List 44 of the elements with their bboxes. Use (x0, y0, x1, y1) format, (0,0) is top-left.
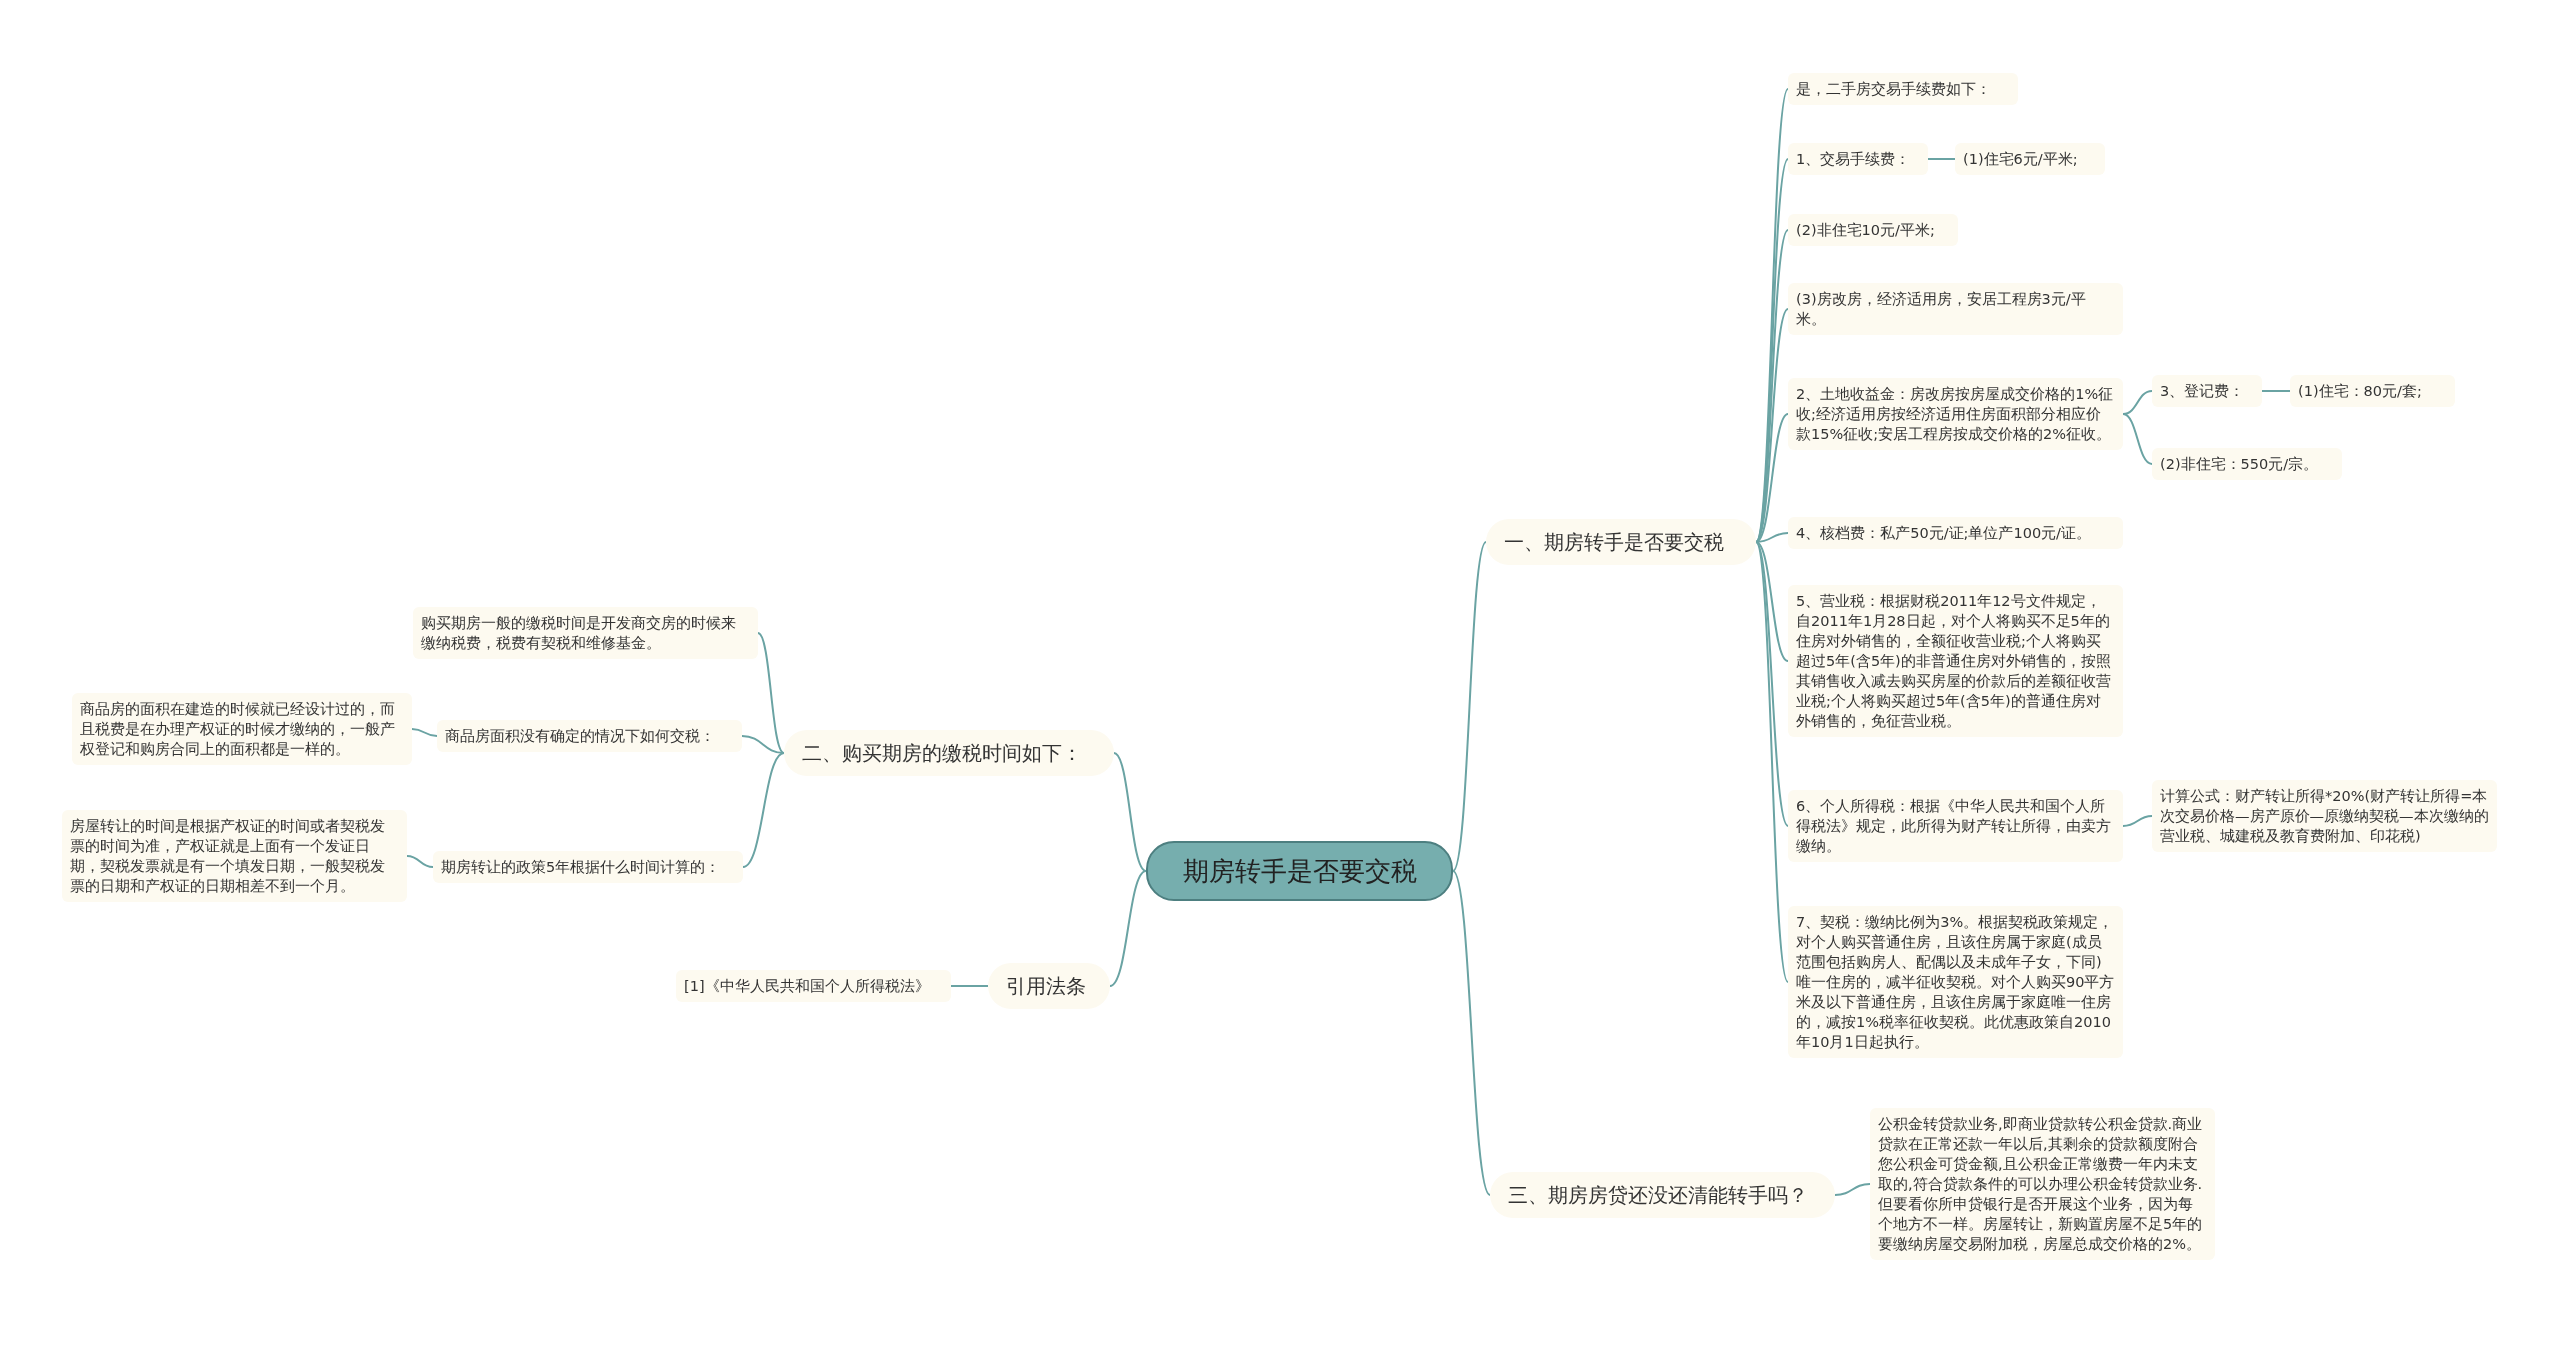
topic-card: 公积金转贷款业务,即商业贷款转公积金贷款.商业贷款在正常还款一年以后,其剩余的贷款额度附合您公积金可贷金额,且公积金正常缴费一年内未支取的,符合贷款条件的可以办理公积金转贷款业务.但要看你所申贷银行是否开展这个业务，因为每个地方不一样。房屋转让，新购置房屋不足5年的要缴纳房屋交易附加税，房屋总成交价格的2%。 (1870, 1108, 2215, 1260)
connector-line (1452, 870, 1491, 1196)
topic-card: 2、土地收益金：房改房按房屋成交价格的1%征收;经济适用房按经济适用住房面积部分相应价款15%征收;安居工程房按成交价格的2%征收。 (1788, 378, 2123, 450)
topic-card: 商品房面积没有确定的情况下如何交税： (437, 720, 742, 752)
topic-card: 4、核档费：私产50元/证;单位产100元/证。 (1788, 517, 2123, 549)
connector-line (1927, 158, 1956, 160)
connector-line (1834, 1183, 1871, 1196)
topic-card: 3、登记费： (2152, 375, 2262, 407)
connector-line (1452, 541, 1487, 872)
topic-card: 购买期房一般的缴税时间是开发商交房的时候来缴纳税费，税费有契税和维修基金。 (413, 607, 758, 659)
topic-card: 计算公式：财产转让所得*20%(财产转让所得=本次交易价格—房产原价—原缴纳契税—本次缴纳的营业税、城建税及教育费附加、印花税) (2152, 780, 2497, 852)
topic-card: 期房转让的政策5年根据什么时间计算的： (433, 851, 743, 883)
topic-card: 商品房的面积在建造的时候就已经设计过的，而且税费是在办理产权证的时候才缴纳的，一般产权登记和购房合同上的面积都是一样的。 (72, 693, 412, 765)
topic-card: (3)房改房，经济适用房，安居工程房3元/平米。 (1788, 283, 2123, 335)
topic-card: 是，二手房交易手续费如下： (1788, 73, 2018, 105)
connector-line (1109, 870, 1147, 987)
branch-topic: 三、期房房贷还没还清能转手吗？ (1490, 1172, 1835, 1218)
connector-line (1113, 752, 1147, 872)
topic-card: 6、个人所得税：根据《中华人民共和国个人所得税法》规定，此所得为财产转让所得，由卖方缴纳。 (1788, 790, 2123, 862)
topic-card: 5、营业税：根据财税2011年12号文件规定，自2011年1月28日起，对个人将购买不足5年的住房对外销售的，全额征收营业税;个人将购买超过5年(含5年)的非普通住房对外销售的，按照其销售收入减去购买房屋的价款后的差额征收营业税;个人将购买超过5年(含5年)的普通住房对外销售的，免征营业税。 (1788, 585, 2123, 737)
topic-card: (2)非住宅：550元/宗。 (2152, 448, 2342, 480)
central-topic: 期房转手是否要交税 (1146, 841, 1453, 901)
branch-topic: 二、购买期房的缴税时间如下： (784, 730, 1114, 776)
connector-line (2122, 815, 2153, 827)
topic-card: (1)住宅：80元/套; (2290, 375, 2455, 407)
connector-line (1755, 541, 1789, 662)
branch-topic: 引用法条 (988, 963, 1110, 1009)
branch-topic: 一、期房转手是否要交税 (1486, 519, 1756, 565)
connector-line (2261, 390, 2291, 392)
topic-card: 房屋转让的时间是根据产权证的时间或者契税发票的时间为准，产权证就是上面有一个发证日期，契税发票就是有一个填发日期，一般契税发票的日期和产权证的日期相差不到一个月。 (62, 810, 407, 902)
topic-card: 7、契税：缴纳比例为3%。根据契税政策规定，对个人购买普通住房，且该住房属于家庭(成员范围包括购房人、配偶以及未成年子女，下同)唯一住房的，减半征收契税。对个人购买90平方米及以下普通住房，且该住房属于家庭唯一住房的，减按1%税率征收契税。此优惠政策自2010年10月1日起执行。 (1788, 906, 2123, 1058)
connector-line (411, 728, 438, 737)
connector-line (757, 632, 785, 754)
topic-card: 1、交易手续费： (1788, 143, 1928, 175)
connector-line (950, 985, 989, 987)
connector-line (1755, 541, 1789, 983)
connector-line (742, 752, 785, 868)
connector-line (2122, 413, 2153, 465)
topic-card: (1)住宅6元/平米; (1955, 143, 2105, 175)
connector-line (1755, 541, 1789, 827)
connector-line (741, 735, 785, 754)
topic-card: (2)非住宅10元/平米; (1788, 214, 1958, 246)
topic-card: [1]《中华人民共和国个人所得税法》 (676, 970, 951, 1002)
connector-line (406, 855, 434, 868)
